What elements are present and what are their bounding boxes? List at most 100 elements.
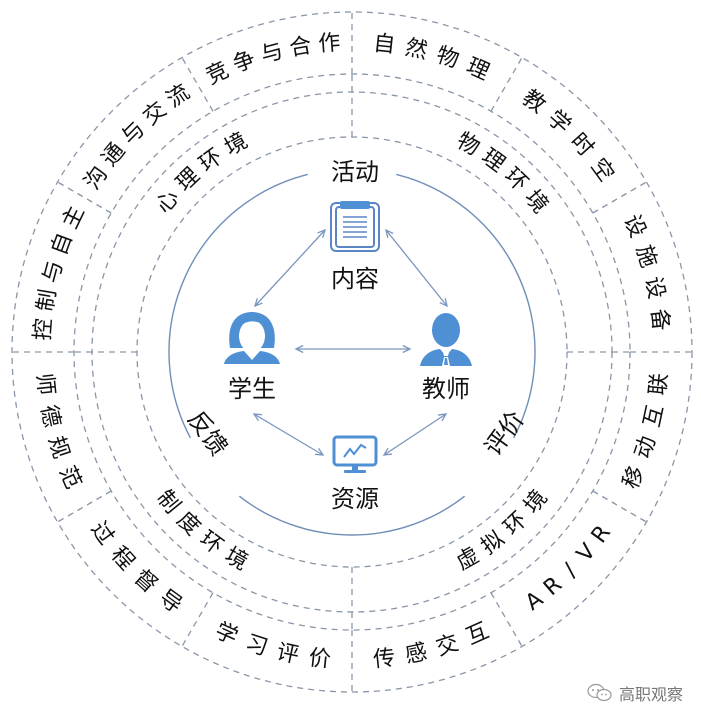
arc-label-activity: 活动 <box>331 158 379 186</box>
arrowhead <box>253 298 263 308</box>
node-label-student: 学生 <box>228 375 276 403</box>
label-char: 境 <box>519 486 552 519</box>
ring-dividers <box>12 12 692 692</box>
outer-divider <box>592 490 647 523</box>
arrow-content-student <box>254 229 326 307</box>
outer-ring-labels: 竞争与合作自然物理教学时空设施设备移动互联AR/VR传感交互学习评价过程督导师德… <box>31 31 673 673</box>
outer-divider <box>181 592 214 647</box>
arrowhead <box>317 228 327 238</box>
label-char: 然 <box>403 35 430 64</box>
label-char: 价 <box>307 646 332 673</box>
clipboard-icon <box>330 201 380 252</box>
label-char: 习 <box>242 631 271 662</box>
label-char: 规 <box>43 433 74 462</box>
label-char: 互 <box>463 618 493 650</box>
arc-label-evaluation: 评价 <box>479 406 530 461</box>
label-char: 自 <box>372 31 397 58</box>
monitor-chart-icon <box>332 435 378 473</box>
arrowhead <box>385 228 394 238</box>
node-label-content: 内容 <box>331 265 379 293</box>
label-char: 竞 <box>202 58 233 90</box>
arrow-content-teacher <box>385 229 448 307</box>
label-char: 境 <box>220 543 251 576</box>
label-char: V <box>572 539 601 567</box>
arc-label-feedback: 反馈 <box>182 406 233 461</box>
label-char: 作 <box>317 31 341 58</box>
label-char: 理 <box>172 163 205 196</box>
label-char: 自 <box>47 230 78 259</box>
label-char: 感 <box>403 640 430 669</box>
outer-segment-label: 学习评价 <box>211 618 332 673</box>
label-char: 动 <box>631 433 662 462</box>
label-char: 设 <box>640 274 669 301</box>
label-char: R <box>587 521 616 548</box>
outer-segment-label: 竞争与合作 <box>202 31 341 90</box>
label-char: 学 <box>542 106 575 139</box>
label-char: 与 <box>258 39 286 69</box>
label-char: 范 <box>54 463 86 493</box>
label-char: 度 <box>172 507 205 540</box>
outer-divider <box>490 592 523 647</box>
outer-divider <box>592 181 647 214</box>
label-char: 环 <box>499 507 532 540</box>
label-char: 境 <box>519 185 552 218</box>
label-char: 评 <box>274 640 301 669</box>
arrowhead <box>439 298 448 308</box>
node-label-teacher: 教师 <box>422 375 470 403</box>
label-char: 合 <box>288 33 314 61</box>
arrowhead <box>252 413 263 422</box>
outer-segment-label: 自然物理 <box>372 31 493 86</box>
arrow-teacher-resource <box>383 413 447 456</box>
inner-circle-arc <box>396 173 536 439</box>
arrowhead <box>402 344 412 354</box>
label-char: 虚 <box>452 543 483 576</box>
label-char: 物 <box>452 128 483 161</box>
label-char: 交 <box>139 97 172 130</box>
outer-divider <box>57 490 112 523</box>
label-char: 师 <box>31 372 58 397</box>
label-char: 教 <box>517 85 550 118</box>
label-char: 导 <box>154 585 187 618</box>
teacher-icon <box>420 313 472 366</box>
label-char: 与 <box>39 258 69 286</box>
inner-circle-arc <box>238 495 466 536</box>
label-char: 施 <box>631 242 662 271</box>
label-char: 督 <box>129 565 162 598</box>
ring-outer-outer <box>11 11 693 693</box>
label-char: 控 <box>31 317 58 341</box>
label-char: 环 <box>195 527 228 560</box>
node-label-resource: 资源 <box>331 485 379 513</box>
label-char: 学 <box>211 618 241 650</box>
label-char: 空 <box>585 154 618 187</box>
label-char: 制 <box>33 288 61 314</box>
label-char: 争 <box>230 47 259 78</box>
label-char: 沟 <box>80 162 113 194</box>
label-char: 交 <box>433 631 462 662</box>
arrowhead <box>382 447 393 456</box>
label-char: 与 <box>117 117 150 150</box>
inner-solid-circle <box>168 173 536 536</box>
label-char: 流 <box>162 80 194 113</box>
label-char: 备 <box>646 307 673 332</box>
label-char: 传 <box>372 646 397 673</box>
label-char: R <box>539 572 567 601</box>
label-char: 时 <box>565 129 598 162</box>
label-char: 德 <box>35 403 64 430</box>
label-char: A <box>521 587 548 616</box>
label-char: 心 <box>151 185 184 218</box>
label-char: 理 <box>463 54 493 86</box>
label-char: 程 <box>106 542 139 575</box>
wechat-icon <box>587 683 612 702</box>
arrowhead <box>314 447 325 456</box>
arrowhead <box>294 344 304 354</box>
